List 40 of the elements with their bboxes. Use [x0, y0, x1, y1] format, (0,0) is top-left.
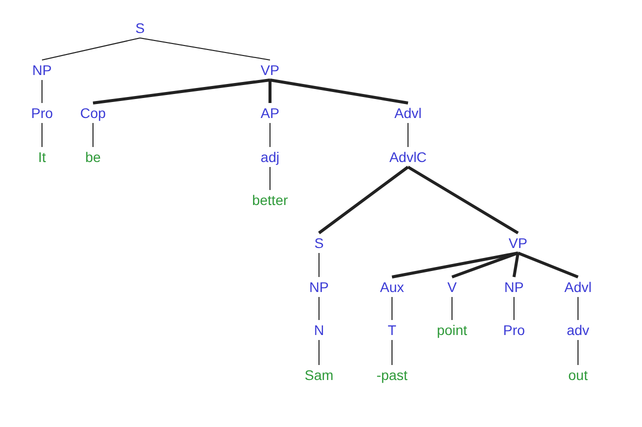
tree-branch — [270, 78, 408, 104]
tree-branch — [451, 252, 519, 278]
word-label: be — [84, 149, 102, 165]
category-label: NP — [31, 62, 53, 78]
category-label: VP — [260, 62, 280, 78]
category-label: NP — [308, 279, 330, 295]
category-label: S — [313, 235, 325, 251]
tree-branch — [42, 38, 140, 60]
category-label: Advl — [563, 279, 593, 295]
tree-branch — [407, 166, 519, 234]
category-label: Aux — [378, 279, 406, 295]
category-label: adv — [566, 322, 590, 338]
tree-branch — [517, 252, 579, 278]
category-label: S — [134, 20, 146, 36]
tree-branch — [92, 78, 270, 104]
word-label: better — [251, 192, 289, 208]
category-label: AP — [260, 105, 280, 121]
tree-branch — [512, 252, 520, 278]
word-label: point — [436, 322, 468, 338]
tree-branch — [318, 296, 320, 320]
tree-branch — [318, 252, 320, 278]
category-label: Cop — [79, 105, 107, 121]
tree-branch — [318, 166, 409, 234]
category-label: Pro — [30, 105, 54, 121]
category-label: NP — [503, 279, 525, 295]
category-label: Advl — [393, 105, 423, 121]
word-label: Sam — [304, 367, 334, 383]
category-label: N — [312, 322, 326, 338]
category-label: T — [386, 322, 398, 338]
tree-branch — [268, 80, 272, 103]
category-label: adj — [260, 149, 280, 165]
category-label: AdvlC — [388, 149, 428, 165]
tree-branch — [140, 38, 270, 60]
category-label: Pro — [502, 322, 526, 338]
tree-branch — [392, 252, 518, 278]
word-label: It — [37, 149, 47, 165]
category-label: V — [446, 279, 458, 295]
tree-branch — [92, 122, 94, 148]
tree-branch — [318, 340, 320, 366]
category-label: VP — [508, 235, 528, 251]
